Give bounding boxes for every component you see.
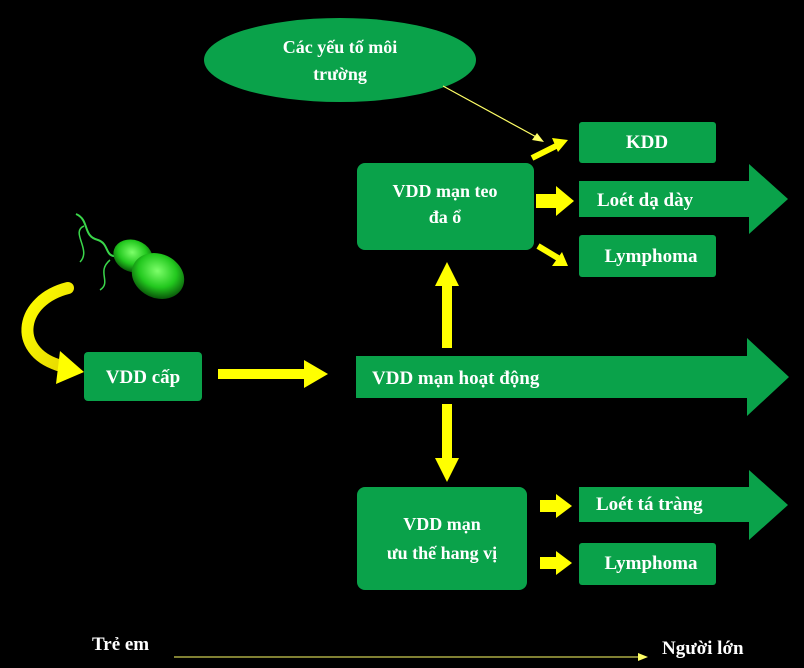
gastric-ulcer-arrow: Loét dạ dày — [579, 164, 788, 234]
helicobacter-bacterium-icon — [75, 213, 185, 299]
chronic-active-gastritis-arrow: VDD mạn hoạt động — [356, 338, 789, 416]
atrophic-to-kdd-arrow — [530, 138, 568, 161]
environment-factors-node: Các yếu tố môi trường — [204, 18, 476, 102]
acute-to-chronic-arrow — [218, 360, 328, 388]
lymphoma-top-label: Lymphoma — [605, 246, 698, 267]
lymphoma-bottom-box: Lymphoma — [579, 543, 716, 585]
atrophic-label-line2: đa ổ — [429, 207, 462, 227]
lymphoma-bottom-label: Lymphoma — [605, 553, 698, 574]
lymphoma-top-box: Lymphoma — [579, 235, 716, 277]
antral-label-line1: VDD mạn — [403, 514, 481, 534]
atrophic-label-line1: VDD mạn teo — [393, 181, 498, 201]
environment-label-line1: Các yếu tố môi — [283, 37, 397, 57]
up-to-atrophic-arrow — [435, 262, 459, 348]
gastric-ulcer-label: Loét dạ dày — [597, 190, 694, 211]
environment-label-line2: trường — [313, 64, 367, 84]
antral-gastritis-box: VDD mạn ưu thế hang vị — [357, 487, 527, 590]
acute-gastritis-box: VDD cấp — [84, 352, 202, 401]
antral-label-line2: ưu thế hang vị — [387, 543, 497, 563]
atrophic-to-ulcer-arrow — [536, 186, 574, 216]
environment-pointer-arrow — [442, 85, 544, 142]
antral-to-duodenal-ulcer-arrow — [540, 494, 572, 518]
infection-curved-arrow — [21, 282, 84, 384]
timeline-end-label: Người lớn — [662, 638, 744, 659]
timeline-start-label: Trẻ em — [92, 634, 149, 655]
age-timeline: Trẻ em Người lớn — [92, 634, 744, 661]
down-to-antral-arrow — [435, 404, 459, 482]
atrophic-gastritis-box: VDD mạn teo đa ổ — [357, 163, 534, 250]
duodenal-ulcer-label: Loét tá tràng — [596, 494, 703, 515]
acute-gastritis-label: VDD cấp — [106, 367, 180, 388]
atrophic-to-lymphoma-arrow — [536, 243, 568, 266]
duodenal-ulcer-arrow: Loét tá tràng — [579, 470, 788, 540]
chronic-active-label: VDD mạn hoạt động — [372, 368, 540, 389]
gastric-cancer-box: KDD — [579, 122, 716, 163]
gastric-cancer-label: KDD — [626, 132, 668, 153]
antral-to-lymphoma-arrow — [540, 551, 572, 575]
